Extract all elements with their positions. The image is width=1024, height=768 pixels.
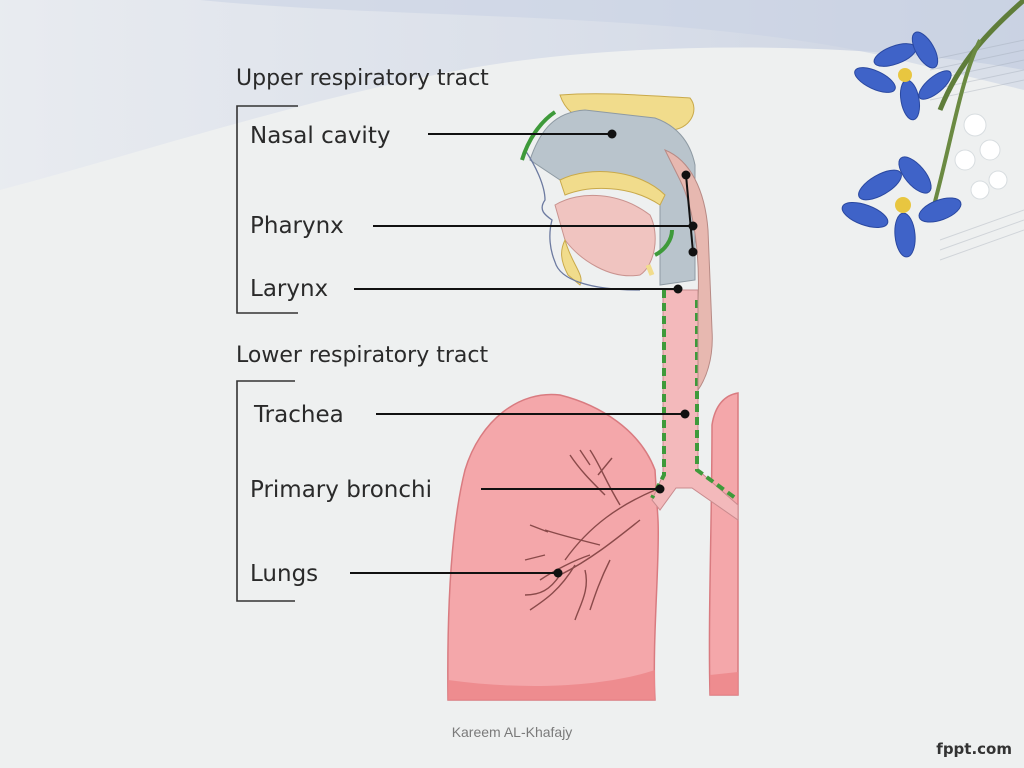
- label-trachea: Trachea: [253, 402, 344, 428]
- nasal-mucosa: [520, 110, 557, 161]
- label-lungs: Lungs: [250, 561, 318, 587]
- face-profile: [524, 149, 641, 291]
- brand-logo-text: fppt.com: [936, 740, 1012, 758]
- tongue: [554, 194, 656, 277]
- left-lung-base: [448, 670, 655, 700]
- label-larynx: Larynx: [250, 276, 328, 302]
- palate: [559, 171, 666, 206]
- upper-respiratory-heading: Upper respiratory tract: [236, 66, 489, 91]
- slide-footer-author: Kareem AL-Khafajy: [451, 724, 573, 740]
- bronchial-tree: [524, 449, 656, 621]
- lower-respiratory-heading: Lower respiratory tract: [236, 343, 488, 368]
- pointer-dots: [553, 129, 698, 578]
- label-nasal-cavity: Nasal cavity: [250, 123, 390, 149]
- flower-decoration: [841, 0, 1024, 258]
- right-lung: [708, 392, 739, 696]
- left-lung: [447, 393, 660, 701]
- upper-bracket: [236, 105, 298, 314]
- label-primary-bronchi: Primary bronchi: [250, 477, 432, 503]
- label-pharynx: Pharynx: [250, 213, 344, 239]
- swoosh-highlight: [200, 0, 1024, 90]
- pointer-lines: [350, 133, 694, 574]
- lower-bracket: [236, 380, 295, 602]
- top-swoosh: [0, 0, 1024, 190]
